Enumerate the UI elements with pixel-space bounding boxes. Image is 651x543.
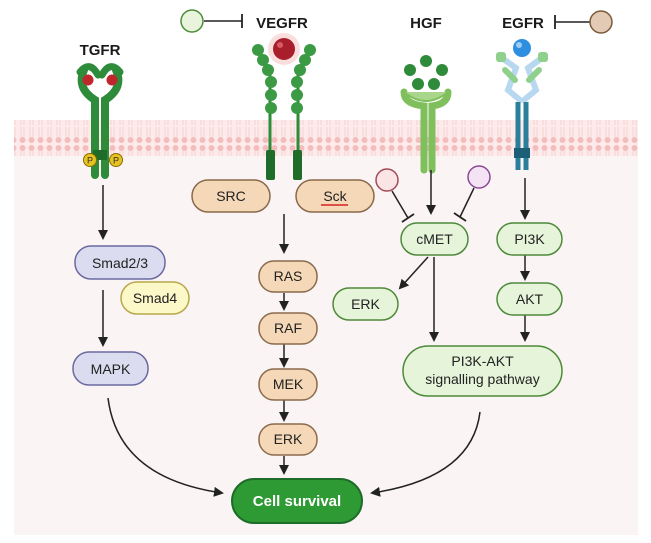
node-sck: Sck (295, 179, 375, 213)
node-cell-survival: Cell survival (231, 478, 363, 524)
egf-ligand (513, 39, 531, 57)
pi3k-akt-label-line1: PI3K-AKT (451, 353, 514, 369)
sck-label: Sck (323, 188, 347, 204)
node-raf: RAF (258, 312, 318, 345)
cmet-inhibitor-left (375, 168, 399, 192)
smad4-label: Smad4 (133, 290, 178, 306)
vegfr-inhibitor-circle (180, 9, 204, 33)
hgf-ligand-cluster (404, 55, 448, 90)
pi3k-label: PI3K (514, 231, 545, 247)
hgf-receptor (400, 55, 452, 174)
node-src: SRC (191, 179, 271, 213)
node-smad4: Smad4 (120, 281, 190, 315)
node-cmet: cMET (400, 222, 469, 256)
arrows (98, 170, 530, 497)
akt-label: AKT (516, 291, 544, 307)
cmet-label: cMET (416, 231, 453, 247)
cell-survival-label: Cell survival (253, 493, 341, 510)
cytoplasm-background (14, 150, 638, 535)
node-ras: RAS (258, 260, 318, 293)
ligand-dot (106, 74, 118, 86)
lipid-bilayer (14, 120, 638, 156)
inhibition-line (391, 190, 409, 219)
mapk-label: MAPK (91, 361, 131, 377)
egfr-label: EGFR (502, 15, 544, 32)
node-erk-hgf: ERK (332, 287, 399, 321)
erk-hgf-label: ERK (351, 296, 380, 312)
node-smad23: Smad2/3 (74, 245, 166, 280)
phospho-label: P (113, 156, 119, 166)
node-pi3k: PI3K (496, 222, 563, 256)
egfr-receptor (496, 39, 548, 170)
node-akt: AKT (496, 282, 563, 316)
smad23-label: Smad2/3 (92, 255, 148, 271)
inhibition-bar (401, 213, 415, 223)
ligand-dot (82, 74, 94, 86)
src-label: SRC (216, 188, 246, 204)
inhibition-bar (453, 212, 467, 222)
erk-vegfr-label: ERK (274, 431, 303, 447)
raf-label: RAF (274, 320, 302, 336)
tgfr-label: TGFR (80, 42, 121, 59)
tgfr-receptor: P P (76, 63, 124, 179)
vegf-ligand (273, 38, 295, 60)
cmet-inhibitor-right (467, 165, 491, 189)
pi3k-akt-label-line2: signalling pathway (425, 371, 539, 387)
node-mapk: MAPK (72, 351, 149, 386)
hgf-label: HGF (410, 15, 442, 32)
phospho-badge (83, 153, 97, 167)
phospho-label: P (87, 156, 93, 166)
egfr-inhibitor-circle (589, 10, 613, 34)
phospho-badge (109, 153, 123, 167)
vegfr-receptor (252, 33, 316, 180)
ras-label: RAS (274, 268, 303, 284)
vegfr-label: VEGFR (256, 15, 308, 32)
inhibition-line (459, 187, 475, 218)
mek-label: MEK (273, 376, 304, 392)
node-erk-vegfr: ERK (258, 423, 318, 456)
node-pi3k-akt-pathway: PI3K-AKT signalling pathway (402, 345, 563, 397)
node-mek: MEK (258, 368, 318, 401)
